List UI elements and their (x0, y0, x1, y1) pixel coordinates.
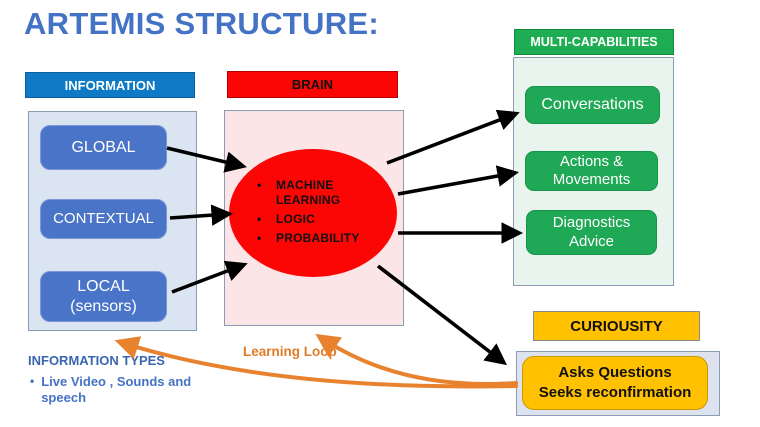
information-types-bullet: • Live Video , Sounds and speech (30, 374, 198, 407)
brain-bullet-item: • MACHINE LEARNING (257, 178, 360, 208)
node-local-sensors: LOCAL (sensors) (40, 271, 167, 322)
bullet-dot-icon: • (257, 231, 262, 245)
brain-bullet-item: • LOGIC (257, 212, 360, 227)
bullet-dot-icon: • (257, 178, 262, 192)
node-local-label-line2: (sensors) (70, 297, 137, 315)
capabilities-header: MULTI-CAPABILITIES (514, 29, 674, 55)
node-contextual: CONTEXTUAL (40, 199, 167, 239)
node-local-label-line1: LOCAL (77, 277, 130, 295)
brain-header: BRAIN (227, 71, 398, 98)
brain-bullet-list: • MACHINE LEARNING • LOGIC • PROBABILITY (257, 178, 360, 250)
node-asks-questions: Asks Questions Seeks reconfirmation (522, 356, 708, 410)
learning-loop-arrow-to-brain (315, 333, 518, 387)
brain-bullet-logic: LOGIC (276, 212, 315, 226)
arrow-brain-to-actions (397, 165, 519, 196)
brain-ellipse: • MACHINE LEARNING • LOGIC • PROBABILITY (229, 149, 397, 277)
node-conversations: Conversations (525, 86, 660, 124)
node-global-label: GLOBAL (71, 138, 136, 156)
node-diagnostics-label-line2: Advice (568, 232, 615, 250)
brain-bullet-probability: PROBABILITY (276, 231, 360, 245)
bullet-dot-icon: • (30, 374, 35, 388)
page-title: ARTEMIS STRUCTURE: (24, 6, 379, 41)
information-header: INFORMATION (25, 72, 195, 98)
node-diagnostics-advice: Diagnostics Advice (526, 210, 657, 255)
bullet-dot-icon: • (257, 212, 262, 226)
information-types-bullet-text: Live Video , Sounds and speech (41, 374, 192, 406)
node-actions-label-line2: Movements (552, 171, 631, 188)
node-actions-label-line1: Actions & (559, 152, 624, 170)
arrow-brain-to-conversations (386, 109, 520, 165)
learning-loop-label: Learning Loop (243, 344, 337, 359)
brain-bullet-machine-learning-line1: MACHINE (276, 178, 334, 192)
node-contextual-label: CONTEXTUAL (53, 209, 154, 227)
information-types-heading: INFORMATION TYPES (28, 353, 165, 368)
curiosity-header: CURIOUSITY (533, 311, 700, 341)
node-global: GLOBAL (40, 125, 167, 170)
node-asks-questions-line1: Asks Questions (558, 363, 672, 381)
node-conversations-label: Conversations (541, 96, 644, 114)
brain-bullet-machine-learning-line2: LEARNING (276, 193, 341, 207)
node-diagnostics-label-line1: Diagnostics (552, 214, 631, 232)
node-asks-questions-line2: Seeks reconfirmation (538, 384, 692, 401)
node-actions-movements: Actions & Movements (525, 151, 658, 191)
brain-bullet-item: • PROBABILITY (257, 231, 360, 246)
